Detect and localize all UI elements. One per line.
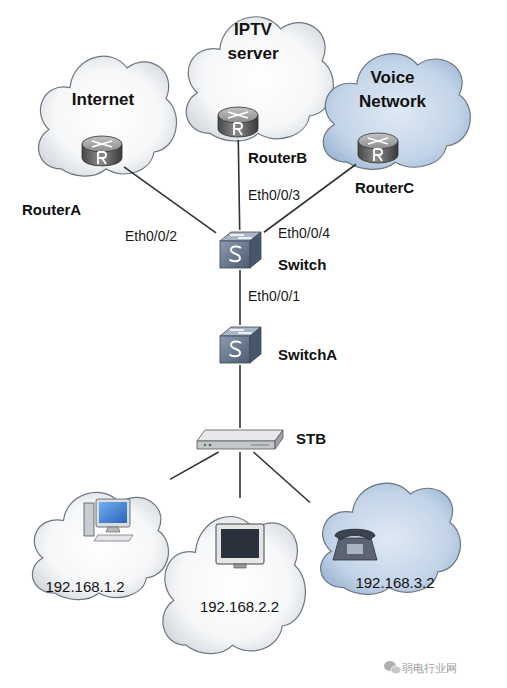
connector	[170, 452, 219, 479]
cloud-network: Voice NetworkRouterC	[312, 38, 472, 173]
router-icon-graphic	[356, 130, 400, 166]
stb-device-symbol	[197, 430, 283, 449]
connector	[253, 452, 310, 503]
node-label: IPTV server	[213, 18, 293, 66]
cloud-network: InternetRouterA	[28, 40, 178, 180]
connector	[239, 452, 241, 498]
phone-icon	[333, 529, 377, 560]
switch-icon-graphic	[216, 325, 264, 365]
switch-icon-symbol	[220, 327, 261, 363]
cloud-shape	[323, 54, 470, 170]
port-label: Eth0/0/3	[248, 187, 300, 203]
router-icon: RouterB	[216, 104, 260, 140]
port-label: Eth0/0/4	[278, 225, 330, 241]
node-label: Voice Network	[345, 66, 440, 114]
node-label: RouterC	[355, 179, 414, 197]
cloud-network: 192.168.3.2	[310, 468, 462, 598]
cloud-network: 192.168.1.2	[22, 478, 170, 603]
switch-icon-symbol	[220, 232, 261, 268]
node-label: Internet	[28, 88, 178, 112]
watermark-text: 弱电行业网	[402, 661, 457, 675]
pc-icon	[84, 499, 133, 541]
port-label: Eth0/0/1	[248, 288, 300, 304]
node-label: 192.168.1.2	[22, 578, 148, 596]
router-icon-graphic	[80, 133, 124, 169]
node-label: 192.168.2.2	[162, 598, 317, 616]
node-label: RouterA	[22, 201, 81, 219]
port-label: Eth0/0/2	[125, 228, 177, 244]
node-label: 192.168.3.2	[328, 574, 462, 592]
connector	[239, 365, 241, 428]
node-label: STB	[296, 430, 326, 448]
node-label: SwitchA	[278, 346, 337, 364]
stb-device-graphic	[195, 428, 285, 452]
stb-device: STB	[195, 428, 285, 452]
cloud-shape	[39, 56, 177, 176]
router-icon-symbol	[218, 107, 258, 137]
cloud-network: 192.168.2.2	[152, 498, 307, 658]
node-label: Switch	[278, 256, 326, 274]
router-icon: RouterC	[356, 130, 400, 166]
connector	[239, 270, 241, 325]
router-icon-graphic	[216, 104, 260, 140]
router-icon: RouterA	[80, 133, 124, 169]
router-icon-symbol	[358, 133, 398, 163]
node-label: RouterB	[248, 149, 307, 167]
cloud-shape	[163, 517, 306, 654]
connector	[238, 140, 239, 230]
tv-icon	[216, 524, 264, 568]
cloud-outline	[152, 498, 307, 658]
switch-icon: Switch	[216, 230, 264, 270]
connector	[124, 167, 216, 233]
switch-icon-graphic	[216, 230, 264, 270]
router-icon-symbol	[82, 136, 122, 166]
wechat-icon	[384, 661, 401, 674]
cloud-network: IPTV serverRouterB	[175, 0, 335, 145]
cloud-shape	[186, 17, 333, 141]
switch-icon: SwitchA	[216, 325, 264, 365]
